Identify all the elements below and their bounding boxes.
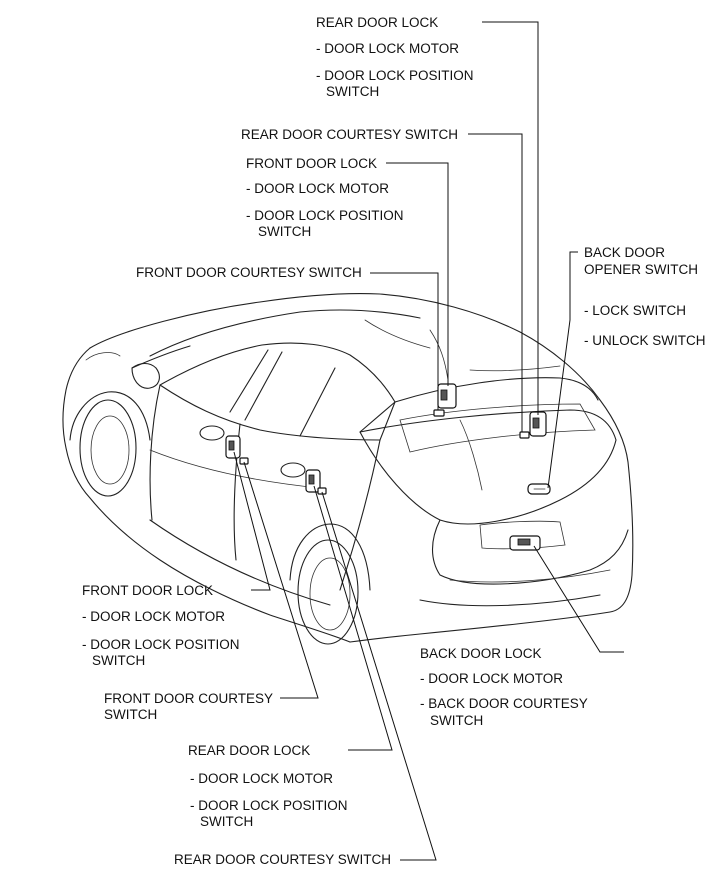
label-item: - DOOR LOCK MOTOR: [246, 181, 389, 196]
label-item-continued: SWITCH: [430, 713, 483, 728]
label-rear-right-door-lock: REAR DOOR LOCK - DOOR LOCK MOTOR - DOOR …: [316, 15, 474, 99]
label-item: - UNLOCK SWITCH: [584, 333, 706, 348]
label-title-continued: OPENER SWITCH: [584, 262, 698, 277]
leader-back-door-lock: [533, 545, 624, 653]
label-item: - DOOR LOCK POSITION: [82, 637, 240, 652]
label-item: - DOOR LOCK POSITION: [246, 208, 404, 223]
label-front-right-door-lock: FRONT DOOR LOCK - DOOR LOCK MOTOR - DOOR…: [246, 156, 404, 239]
label-item: - LOCK SWITCH: [584, 303, 686, 318]
leader-rear-left-lock: [313, 485, 393, 751]
label-title: FRONT DOOR COURTESY SWITCH: [136, 265, 362, 280]
label-rear-left-courtesy-switch: REAR DOOR COURTESY SWITCH: [174, 852, 391, 867]
label-back-door-opener-switch: BACK DOOR OPENER SWITCH - LOCK SWITCH - …: [584, 245, 706, 348]
rear-right-door-lock-part: [529, 411, 547, 437]
label-title: REAR DOOR COURTESY SWITCH: [174, 852, 391, 867]
label-item: - DOOR LOCK MOTOR: [420, 671, 563, 686]
label-rear-right-courtesy-switch: REAR DOOR COURTESY SWITCH: [241, 127, 458, 142]
label-title: REAR DOOR LOCK: [188, 743, 310, 758]
leader-rear-left-courtesy: [321, 491, 437, 861]
front-left-door-lock-part: [225, 435, 241, 459]
leader-front-right-lock: [386, 162, 449, 386]
hatchback-car-illustration: [62, 292, 634, 645]
label-item: - DOOR LOCK MOTOR: [190, 771, 333, 786]
label-item-continued: SWITCH: [258, 224, 311, 239]
leader-front-right-courtesy: [370, 272, 439, 410]
label-rear-left-door-lock: REAR DOOR LOCK - DOOR LOCK MOTOR - DOOR …: [188, 743, 348, 829]
label-title: BACK DOOR: [584, 245, 665, 260]
label-item: - DOOR LOCK MOTOR: [316, 41, 459, 56]
label-title: REAR DOOR COURTESY SWITCH: [241, 127, 458, 142]
front-right-door-lock-part: [437, 383, 457, 409]
leader-back-door-opener: [547, 251, 578, 489]
label-title: FRONT DOOR COURTESY: [104, 691, 273, 706]
label-title: REAR DOOR LOCK: [316, 15, 438, 30]
label-title: FRONT DOOR LOCK: [82, 583, 213, 598]
label-title: FRONT DOOR LOCK: [246, 156, 377, 171]
leader-lines: [233, 21, 624, 861]
label-item-continued: SWITCH: [326, 84, 379, 99]
label-front-left-door-lock: FRONT DOOR LOCK - DOOR LOCK MOTOR - DOOR…: [82, 583, 240, 668]
back-door-lock-part: [509, 535, 541, 551]
label-item: - DOOR LOCK POSITION: [316, 68, 474, 83]
rear-left-door-lock-part: [305, 469, 321, 493]
label-title: BACK DOOR LOCK: [420, 646, 542, 661]
label-front-left-courtesy-switch: FRONT DOOR COURTESY SWITCH: [104, 691, 273, 722]
leader-rear-right-courtesy: [468, 133, 523, 432]
label-title-continued: SWITCH: [104, 707, 157, 722]
front-right-courtesy-switch-part: [433, 409, 445, 417]
label-back-door-lock: BACK DOOR LOCK - DOOR LOCK MOTOR - BACK …: [420, 646, 588, 728]
label-item-continued: SWITCH: [92, 653, 145, 668]
leader-front-left-courtesy: [243, 461, 319, 699]
front-left-courtesy-switch-part: [239, 457, 249, 465]
back-door-opener-switch-part: [527, 483, 551, 495]
label-front-right-courtesy-switch: FRONT DOOR COURTESY SWITCH: [136, 265, 362, 280]
leader-rear-right-lock: [482, 21, 539, 415]
label-item: - BACK DOOR COURTESY: [420, 696, 588, 711]
label-item-continued: SWITCH: [200, 814, 253, 829]
rear-left-courtesy-switch-part: [317, 487, 327, 495]
rear-right-courtesy-switch-part: [519, 431, 530, 439]
label-item: - DOOR LOCK MOTOR: [82, 609, 225, 624]
label-item: - DOOR LOCK POSITION: [190, 798, 348, 813]
leader-front-left-lock: [233, 451, 271, 591]
